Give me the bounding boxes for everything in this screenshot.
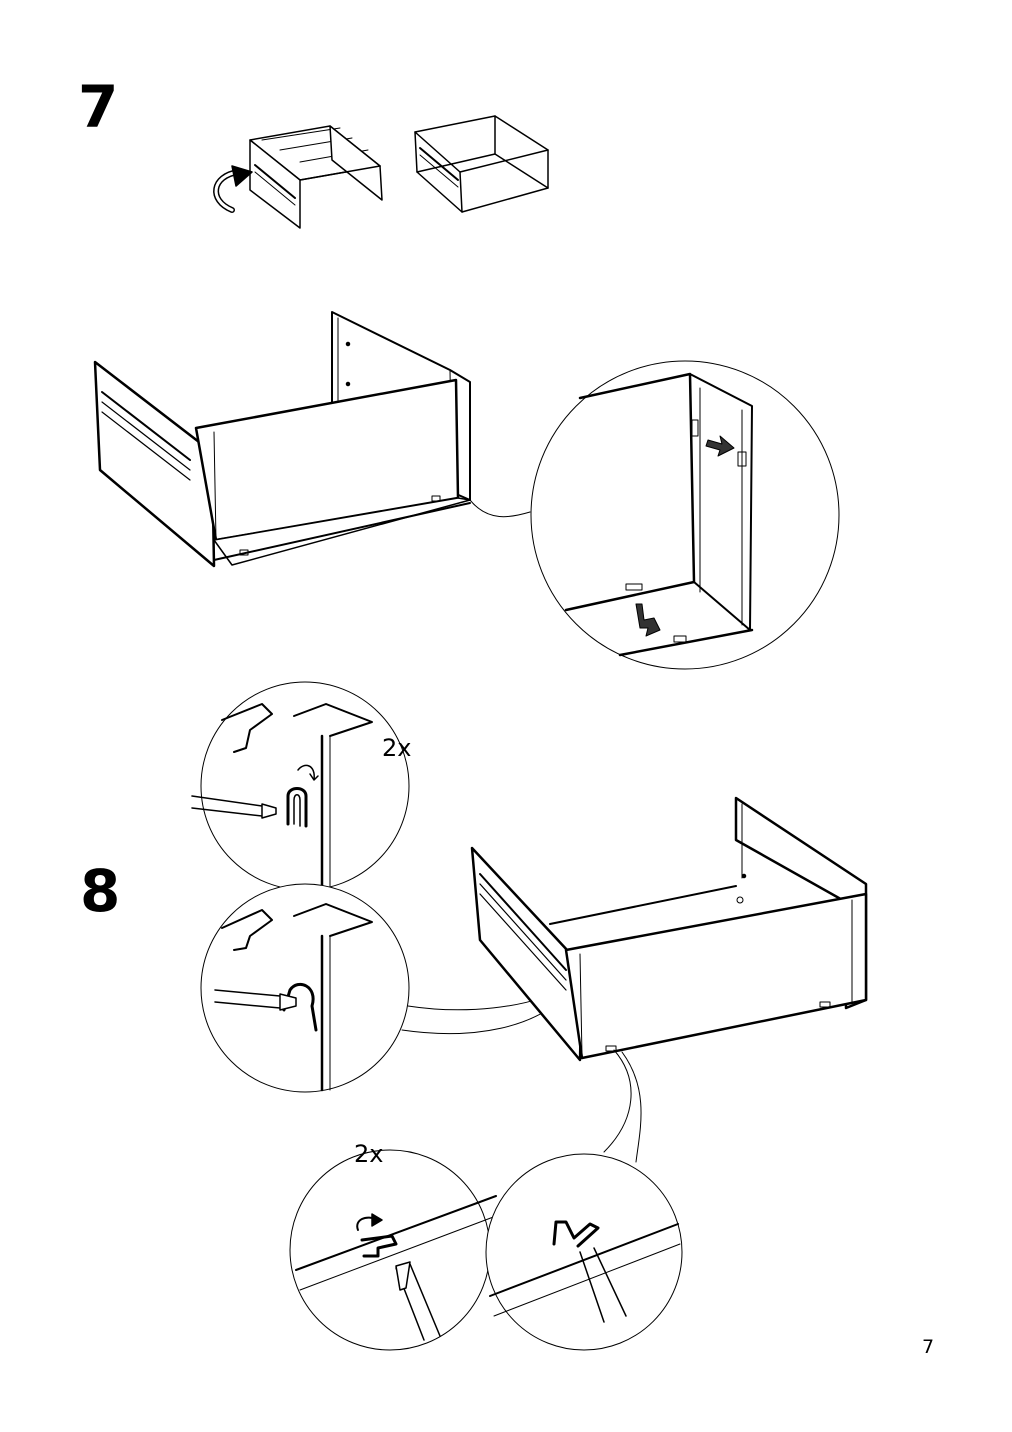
detail-circle-screw-top <box>192 682 409 890</box>
flip-drawer-upside-down-illustration <box>216 126 382 228</box>
drawer-upright-illustration <box>415 116 548 212</box>
page-number: 7 <box>922 1336 935 1358</box>
step-number-8: 8 <box>80 857 121 925</box>
quantity-label-clip: 2x <box>354 1140 384 1168</box>
detail-circle-screw-bottom <box>201 884 574 1092</box>
assembled-drawer-illustration <box>472 798 866 1162</box>
drawer-box-illustration <box>95 312 530 566</box>
detail-circle-clip-left <box>290 1150 496 1350</box>
detail-circle-clip-right <box>486 1154 682 1350</box>
quantity-label-screw: 2x <box>382 734 412 762</box>
detail-circle-panel-insert <box>531 361 839 669</box>
step-number-7: 7 <box>78 73 119 141</box>
